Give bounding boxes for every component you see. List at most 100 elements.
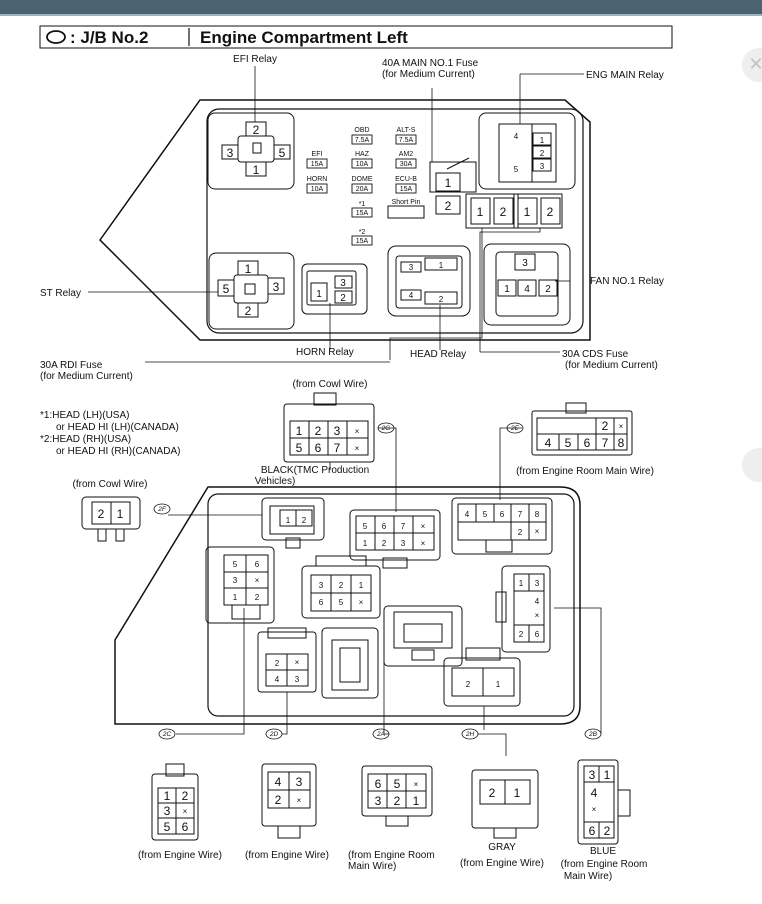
svg-text:4: 4 — [524, 284, 530, 295]
svg-text:3: 3 — [409, 263, 414, 272]
svg-text:×: × — [421, 522, 426, 531]
svg-text:1: 1 — [514, 786, 521, 800]
fuse-obd-name: OBD — [354, 127, 369, 134]
svg-text:4: 4 — [591, 786, 598, 800]
lower-junction-block — [114, 486, 581, 725]
svg-text:3: 3 — [273, 280, 280, 294]
svg-text:×: × — [619, 422, 624, 431]
c2b-source-line-1: (from Engine Room — [561, 859, 648, 870]
connector-2g-cowl — [283, 392, 375, 463]
head-relay-label: HEAD Relay — [410, 349, 466, 360]
svg-text:4: 4 — [275, 675, 280, 684]
svg-text:1: 1 — [245, 262, 252, 276]
svg-text:5: 5 — [339, 598, 344, 607]
connector-tags: 2G 2E 2F 2C 2D 2A 2H 2B — [153, 422, 602, 740]
svg-text:6: 6 — [319, 598, 324, 607]
c2h-color-label: GRAY — [488, 842, 516, 853]
relay-pin-numbers: 2 1 3 5 1 2 5 3 3 2 1 3 1 4 2 3 1 4 2 4 … — [223, 123, 554, 318]
note-2-line-1: *2:HEAD (RH)(USA) — [40, 434, 131, 445]
svg-text:7: 7 — [334, 441, 341, 455]
svg-text:1: 1 — [164, 789, 171, 803]
c2a-source-line-2: Main Wire) — [348, 861, 396, 872]
svg-text:2: 2 — [489, 786, 496, 800]
svg-text:3: 3 — [522, 258, 528, 269]
tag-2h: 2H — [465, 731, 475, 738]
eng-main-relay-label: ENG MAIN Relay — [586, 70, 664, 81]
connector-2h — [471, 769, 539, 839]
svg-text:4: 4 — [514, 132, 519, 141]
svg-text:1: 1 — [363, 539, 368, 548]
svg-text:2: 2 — [302, 516, 307, 525]
svg-text:6: 6 — [382, 522, 387, 531]
svg-text:4: 4 — [465, 510, 470, 519]
svg-text:×: × — [297, 796, 302, 805]
viewer-nav-button[interactable] — [742, 448, 762, 482]
svg-text:2: 2 — [98, 507, 105, 521]
svg-text:2: 2 — [275, 659, 280, 668]
rdi-fuse-label-1: 30A RDI Fuse — [40, 360, 103, 371]
svg-text:5: 5 — [164, 820, 171, 834]
svg-text:1: 1 — [445, 176, 452, 190]
connector-2b — [577, 759, 631, 845]
svg-text:×: × — [295, 658, 300, 667]
svg-text:2: 2 — [275, 793, 282, 807]
note-2-line-2: or HEAD HI (RH)(CANADA) — [56, 446, 180, 457]
svg-text:4: 4 — [535, 597, 540, 606]
connector-symbol-icon — [46, 30, 66, 44]
footnotes: *1:HEAD (LH)(USA) or HEAD HI (LH)(CANADA… — [40, 410, 180, 457]
svg-text:1: 1 — [359, 581, 364, 590]
fuse-alt-s-amp: 7.5A — [399, 137, 414, 144]
fan-relay-label: FAN NO.1 Relay — [590, 276, 664, 287]
svg-text:3: 3 — [401, 539, 406, 548]
svg-text:4: 4 — [275, 775, 282, 789]
fuse-am2-amp: 30A — [400, 161, 413, 168]
svg-text:2: 2 — [500, 205, 507, 219]
svg-text:1: 1 — [604, 768, 611, 782]
svg-text:2: 2 — [518, 528, 523, 537]
svg-text:6: 6 — [182, 820, 189, 834]
top-bar-accent — [0, 14, 762, 16]
svg-text:1: 1 — [519, 579, 524, 588]
svg-text:×: × — [255, 576, 260, 585]
svg-text:×: × — [592, 805, 597, 814]
cowl-color-line-1: BLACK(TMC Production — [261, 465, 369, 476]
svg-text:3: 3 — [227, 146, 234, 160]
svg-text:×: × — [183, 807, 188, 816]
svg-text:7: 7 — [401, 522, 406, 531]
fuse-dome-name: DOME — [352, 176, 373, 183]
tag-2b: 2B — [588, 731, 598, 738]
tag-2g: 2G — [381, 425, 391, 432]
svg-text:5: 5 — [394, 777, 401, 791]
connector-2a-pins: 6 5 × 3 2 1 — [375, 777, 420, 808]
c2a-source-line-1: (from Engine Room — [348, 850, 435, 861]
svg-text:6: 6 — [584, 436, 591, 450]
svg-text:2: 2 — [439, 295, 444, 304]
svg-text:5: 5 — [565, 436, 572, 450]
svg-text:3: 3 — [319, 581, 324, 590]
svg-text:6: 6 — [500, 510, 505, 519]
svg-text:2: 2 — [182, 789, 189, 803]
svg-text:2: 2 — [255, 593, 260, 602]
fuse-ecu-b-amp: 15A — [400, 186, 413, 193]
connector-2b-pins: 3 1 4 × 6 2 — [589, 768, 611, 838]
svg-text:8: 8 — [618, 436, 625, 450]
connector-2h-pins: 2 1 — [489, 786, 521, 800]
room-main-source-label: (from Engine Room Main Wire) — [516, 466, 654, 477]
title-jb: : J/B No.2 — [70, 28, 148, 47]
svg-text:3: 3 — [589, 768, 596, 782]
svg-text:1: 1 — [496, 680, 501, 689]
svg-text:7: 7 — [518, 510, 523, 519]
fuse-am2-name: AM2 — [399, 151, 414, 158]
svg-text:3: 3 — [334, 424, 341, 438]
svg-text:1: 1 — [504, 284, 510, 295]
svg-text:2: 2 — [545, 284, 551, 295]
svg-text:3: 3 — [375, 794, 382, 808]
fuse-efi-name: EFI — [312, 151, 323, 158]
svg-text:5: 5 — [279, 146, 286, 160]
svg-text:2: 2 — [315, 424, 322, 438]
svg-text:1: 1 — [524, 205, 531, 219]
viewer-close-button[interactable]: ✕ — [742, 48, 762, 82]
tag-2e: 2E — [510, 425, 520, 432]
svg-text:2: 2 — [382, 539, 387, 548]
fuse-efi-amp: 15A — [311, 161, 324, 168]
